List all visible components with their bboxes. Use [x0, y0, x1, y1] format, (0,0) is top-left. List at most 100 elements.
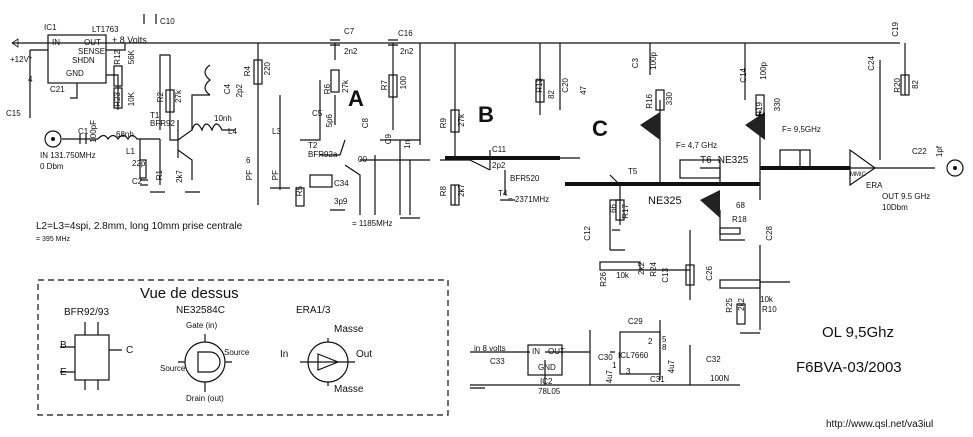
- era-out: Out: [356, 349, 373, 360]
- c31-value: 4u7: [667, 360, 676, 374]
- r9-label: R9: [439, 118, 448, 129]
- r26-value: 10k: [616, 271, 629, 280]
- c3-value: 100p: [649, 52, 658, 70]
- c14-value: 100p: [759, 62, 768, 80]
- r6-value: 27k: [341, 80, 350, 93]
- era-topview-label: ERA1/3: [296, 305, 331, 316]
- top-view-symbols: [60, 322, 355, 392]
- t1-label: T1: [150, 111, 160, 120]
- c20-value: 47: [579, 86, 588, 95]
- c26-label: C26: [705, 266, 714, 281]
- ne-source-2: Source: [160, 364, 186, 373]
- pf-label-2: PF: [271, 170, 280, 181]
- ne-source-1: Source: [224, 348, 250, 357]
- freq-47: F= 4,7 GHz: [676, 141, 718, 150]
- r4-value: 220: [263, 62, 272, 76]
- ic1-shdn: SHDN: [72, 56, 95, 65]
- c11-value: 2p2: [492, 161, 506, 170]
- c20-label: C20: [561, 78, 570, 93]
- c32-value: 100N: [710, 374, 730, 383]
- output-freq: OUT 9.5 GHz: [882, 192, 931, 201]
- input-supply: +12V*: [10, 55, 33, 64]
- ic2-in: IN: [532, 347, 540, 356]
- r20-label: R20: [893, 78, 902, 93]
- c2-value: 22p: [132, 159, 146, 168]
- r9-value: 27k: [457, 114, 466, 127]
- era-masse-2: Masse: [334, 384, 364, 395]
- c9-value: 1n: [403, 140, 412, 149]
- title-line-1: OL 9,5Ghz: [822, 324, 894, 341]
- r7-value: 100: [399, 76, 408, 90]
- l3-label: L3: [272, 127, 281, 136]
- r26-label: R26: [599, 272, 608, 287]
- r16-label: R16: [645, 94, 654, 109]
- r23-label: R23: [113, 92, 122, 107]
- title-line-2: F6BVA-03/2003: [796, 359, 902, 376]
- c22-value: 1pf: [935, 146, 944, 158]
- r12-value: 56K: [127, 50, 136, 65]
- ne-label: NE32584C: [176, 305, 225, 316]
- c5-value: 5p6: [325, 114, 334, 128]
- ic1-in: IN: [52, 38, 60, 47]
- c16-value: 2n2: [400, 47, 414, 56]
- c7-value: 2n2: [344, 47, 358, 56]
- c4-value: 2p2: [235, 84, 244, 98]
- ic2-out: OUT: [548, 347, 565, 356]
- pin-4: 4: [28, 75, 33, 84]
- r1-label: R1: [155, 170, 164, 181]
- r8-label: R8: [439, 186, 448, 197]
- c28-label: C28: [765, 226, 774, 241]
- r2-label: R2: [156, 92, 165, 103]
- r17-value: 66: [609, 204, 618, 213]
- r16-value: 330: [665, 92, 674, 106]
- pin-3: 3: [626, 367, 631, 376]
- t5-label: T5: [628, 167, 638, 176]
- c30-label: C30: [598, 353, 613, 362]
- r25-label: R25: [725, 298, 734, 313]
- c19-label: C19: [891, 22, 900, 37]
- c33-label: C33: [490, 357, 505, 366]
- r2-value: 27k: [174, 90, 183, 103]
- r24-label: R24: [649, 262, 658, 277]
- c29-label: C29: [628, 317, 643, 326]
- era-masse-1: Masse: [334, 324, 364, 335]
- coil-note-freq: = 395 MHz: [36, 236, 71, 243]
- r13-label: R13: [535, 78, 544, 93]
- r19-value: 330: [773, 98, 782, 112]
- rail-label: + 8 Volts: [112, 35, 147, 45]
- r5-label: R5: [295, 186, 304, 197]
- ic1-label: IC1: [44, 23, 57, 32]
- c34-value: 3p9: [334, 197, 348, 206]
- ic1-part: LT1763: [92, 25, 119, 34]
- t2-label: T2: [308, 141, 318, 150]
- r24-value: 2k2: [637, 262, 646, 275]
- l1-value: 68nh: [116, 130, 134, 139]
- c14-label: C14: [739, 68, 748, 83]
- c8-value: 00: [358, 155, 367, 164]
- c24-label: C24: [867, 56, 876, 71]
- c6-label: 6: [246, 156, 251, 165]
- r18-value: 68: [736, 201, 745, 210]
- t1-value: BFR92: [150, 119, 175, 128]
- stage-a: A: [348, 86, 364, 111]
- c5-label: C5: [312, 109, 323, 118]
- bfr-b: B: [60, 340, 67, 351]
- l1-label: L1: [126, 147, 135, 156]
- ne-drain: Drain (out): [186, 394, 224, 403]
- r4-label: R4: [243, 66, 252, 77]
- c21-label: C21: [50, 85, 65, 94]
- ne325-a: NE325: [648, 195, 682, 207]
- ne-gate: Gate (in): [186, 321, 218, 330]
- pin-1: 1: [612, 361, 617, 370]
- c1-label: C1: [78, 127, 89, 136]
- c7-label: C7: [344, 27, 355, 36]
- coil-note: L2=L3=4spi, 2.8mm, long 10mm prise centr…: [36, 221, 243, 232]
- freq-2371: = 2371MHz: [508, 195, 550, 204]
- r23-value: 10K: [127, 92, 136, 107]
- c30-value: 4u7: [605, 370, 614, 384]
- c3-label: C3: [631, 58, 640, 69]
- ic2-value: 78L05: [538, 387, 561, 396]
- c10-label: C10: [160, 17, 175, 26]
- ic2-label: IC2: [540, 377, 553, 386]
- t2-value: BFR92a: [308, 150, 338, 159]
